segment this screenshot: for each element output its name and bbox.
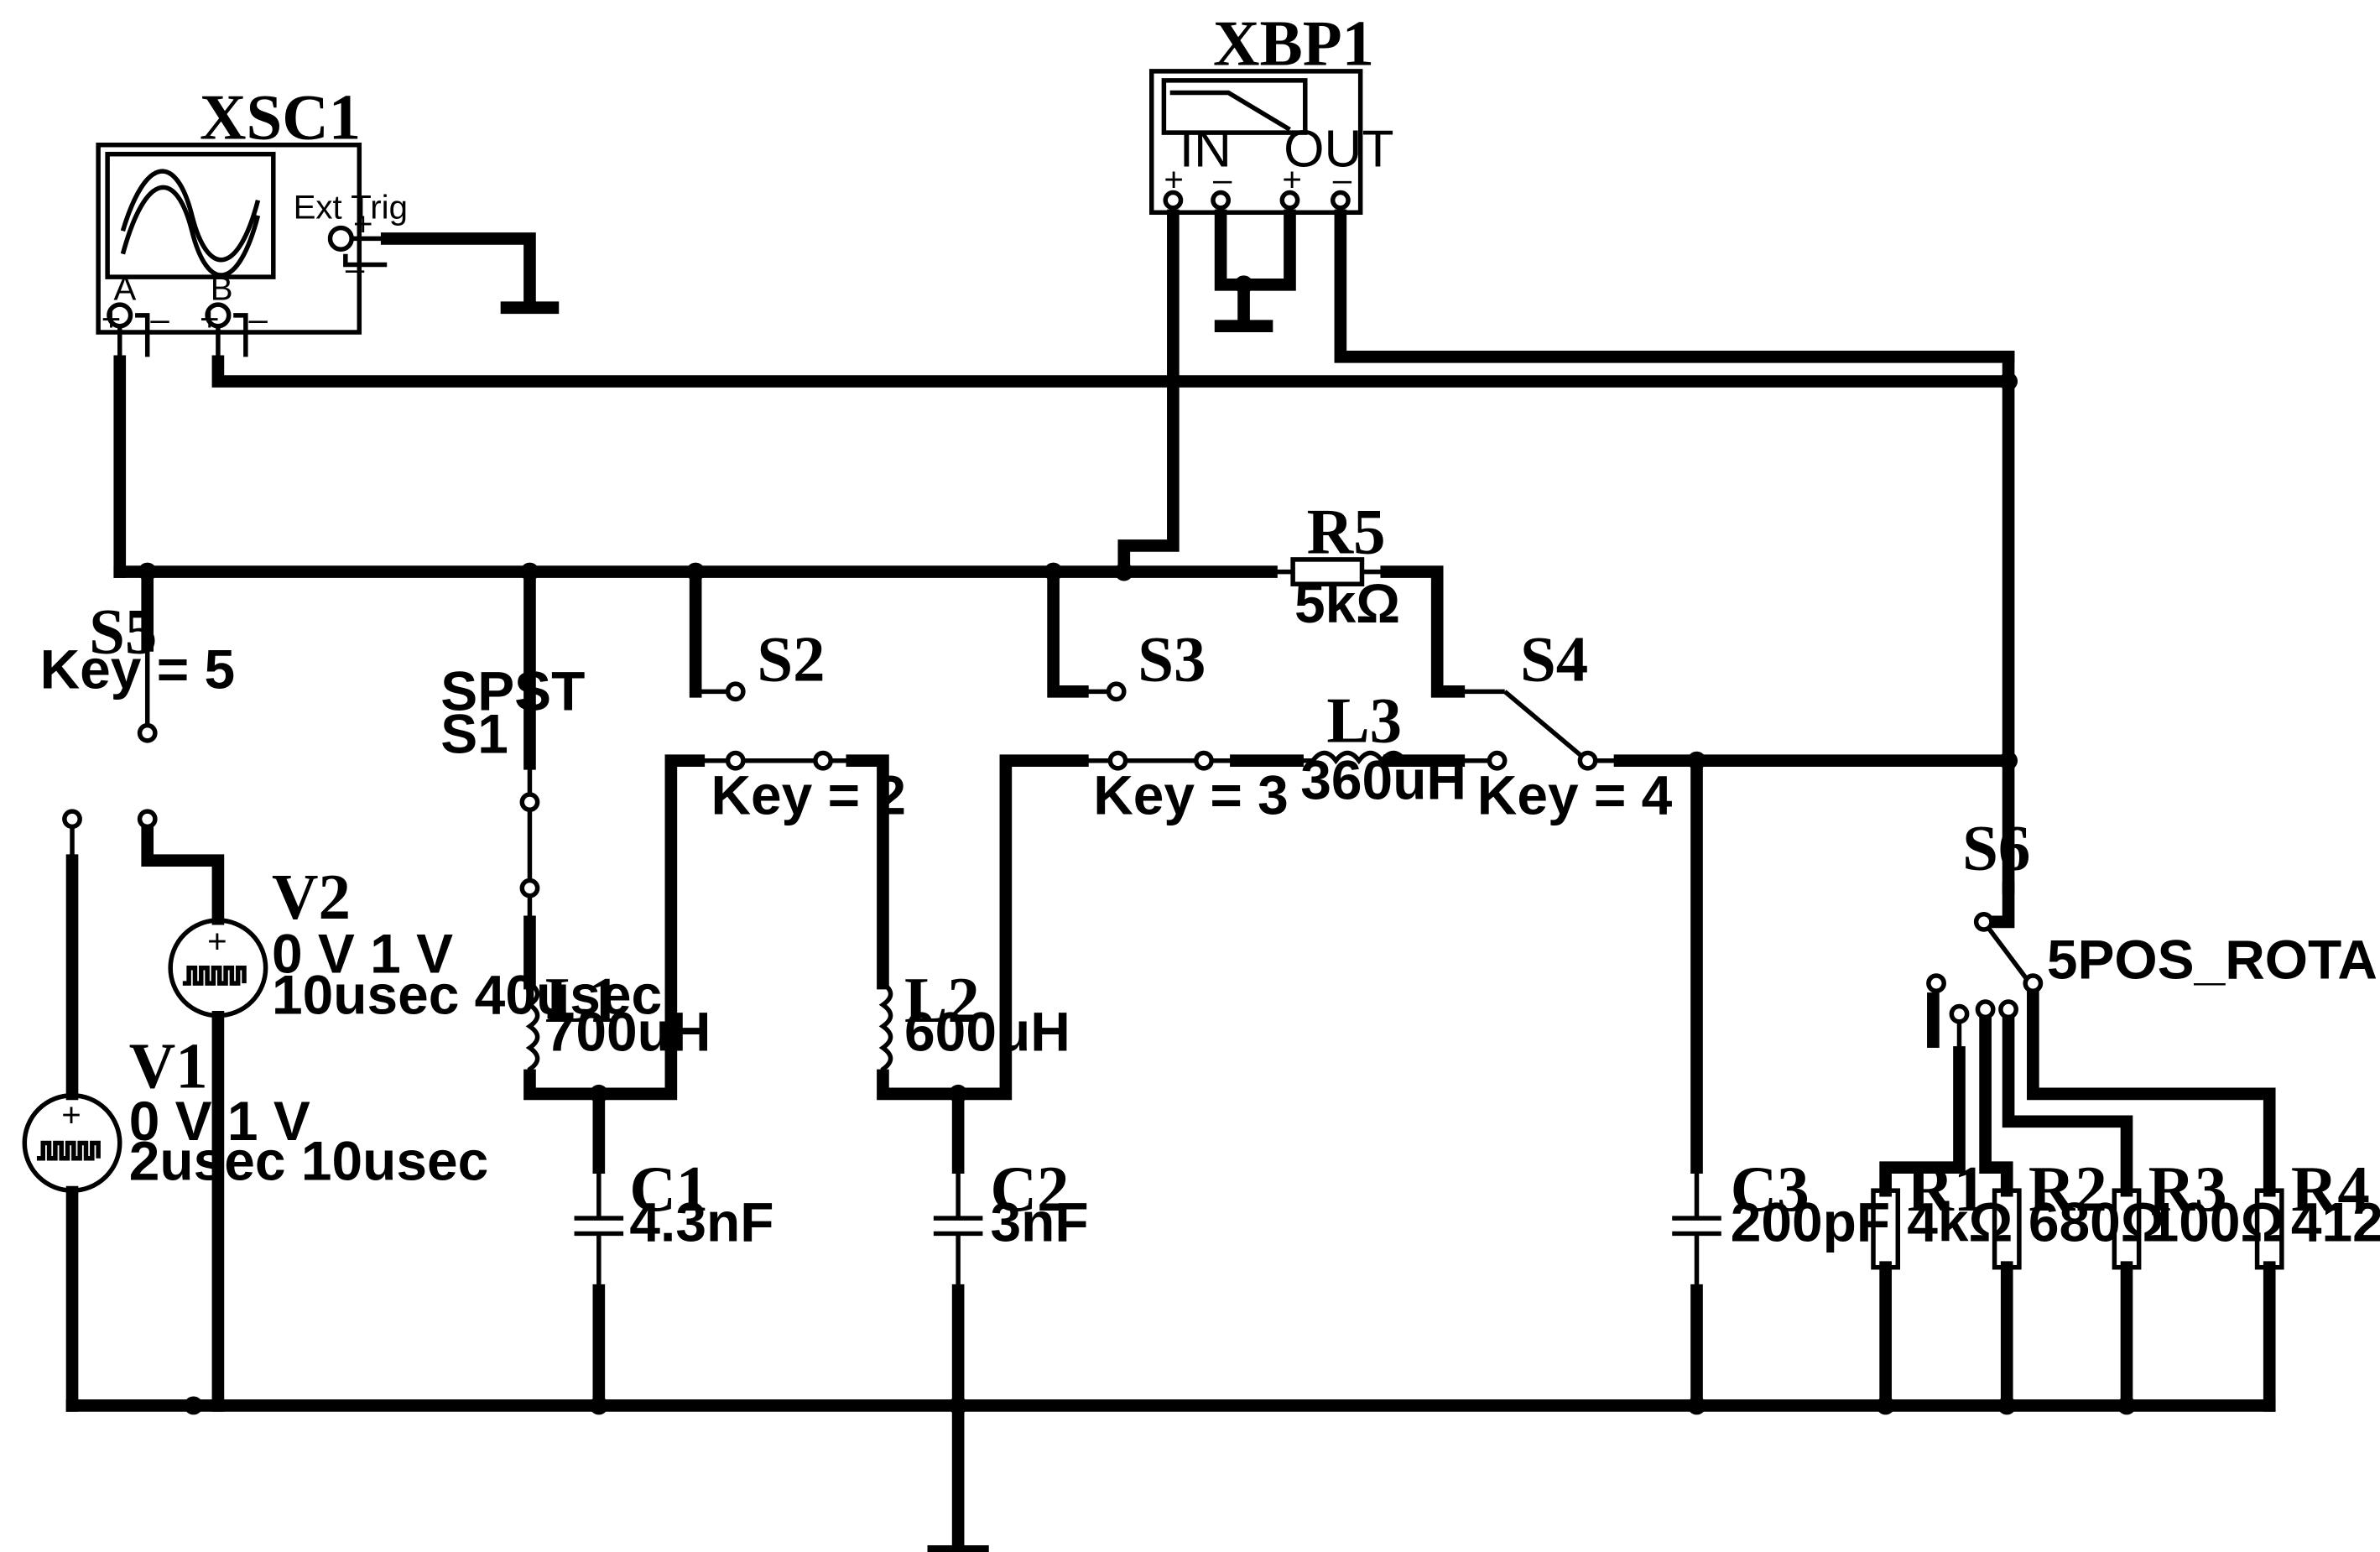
s3-key: Key = 3 xyxy=(1093,764,1289,826)
pulse-wave-icon xyxy=(182,966,247,986)
resistor-r3[interactable]: R3 100Ω xyxy=(2112,1154,2285,1270)
l1-value: 700uH xyxy=(545,1001,711,1063)
s6-label: S6 xyxy=(1962,813,2030,884)
r5-label: R5 xyxy=(1307,497,1386,568)
s5-label: S5 xyxy=(89,596,157,668)
c1-label: C1 xyxy=(629,1154,708,1225)
svg-text:+: + xyxy=(1164,161,1184,199)
switch-key-2[interactable]: Key = 2 xyxy=(698,750,906,826)
rotary-switch-s6[interactable]: S6 5POS_ROTARY xyxy=(1926,813,2380,1053)
v2-timing: 10usec 40usec xyxy=(272,964,662,1026)
r4-value: 412Ω xyxy=(2291,1191,2380,1253)
oscilloscope-xsc1[interactable]: XSC1 Ext Trig + – A B + + – – xyxy=(96,81,408,362)
s3-label: S3 xyxy=(1138,624,1206,695)
r2-value: 680Ω xyxy=(2028,1191,2165,1253)
c2-label: C2 xyxy=(991,1154,1070,1225)
bode-in-label: IN xyxy=(1180,120,1232,178)
inductor-l3[interactable]: L3 360uH xyxy=(1297,685,1466,811)
xsc1-label: XSC1 xyxy=(200,81,361,153)
junctions xyxy=(138,275,2136,1415)
c1-value: 4.3nF xyxy=(629,1191,773,1253)
r4-label: R4 xyxy=(2291,1154,2370,1225)
svg-text:–: – xyxy=(346,250,365,288)
v1-timing: 2usec 10usec xyxy=(129,1129,489,1191)
capacitor-c1[interactable]: C1 4.3nF xyxy=(574,1154,774,1291)
s4-label: S4 xyxy=(1520,624,1588,695)
capacitor-c3[interactable]: C3 200pF xyxy=(1672,1154,1890,1291)
capacitor-c2[interactable]: C2 3nF xyxy=(933,1154,1089,1291)
svg-text:–: – xyxy=(150,300,169,338)
svg-text:+: + xyxy=(1282,161,1302,199)
l2-value: 600uH xyxy=(904,1001,1070,1063)
resistor-r1[interactable]: R1 4kΩ xyxy=(1871,1154,2013,1270)
c3-value: 200pF xyxy=(1731,1191,1890,1253)
svg-text:+: + xyxy=(61,1096,81,1133)
bode-plotter-xbp1[interactable]: XBP1 IN OUT + – + – xyxy=(1148,8,1394,216)
switch-key-3[interactable]: Key = 3 xyxy=(1082,750,1289,826)
channel-a-label: A xyxy=(113,270,136,308)
c2-value: 3nF xyxy=(991,1191,1089,1253)
inductor-l2[interactable]: L2 600uH xyxy=(878,965,1070,1075)
r5-value: 5kΩ xyxy=(1294,572,1400,634)
s2-label: S2 xyxy=(757,624,825,695)
s1-label: S1 xyxy=(440,703,508,765)
wires xyxy=(65,209,2276,1552)
svg-text:–: – xyxy=(249,300,268,338)
voltage-source-v1[interactable]: + V1 0 V 1 V 2usec 10usec xyxy=(22,809,489,1193)
l2-label: L2 xyxy=(904,965,980,1036)
switch-s2[interactable]: S2 xyxy=(695,624,825,702)
s4-key: Key = 4 xyxy=(1477,764,1673,826)
voltage-source-v2[interactable]: + V2 0 V 1 V 10usec 40usec xyxy=(168,862,662,1026)
v2-amplitude: 0 V 1 V xyxy=(272,922,453,984)
s1-type: SPST xyxy=(440,659,585,721)
s6-type: 5POS_ROTARY xyxy=(2047,929,2380,991)
svg-text:+: + xyxy=(207,922,227,960)
ext-trig-label: Ext Trig xyxy=(294,189,408,227)
r3-label: R3 xyxy=(2148,1154,2227,1225)
sine-wave-icon xyxy=(120,169,261,263)
l3-value: 360uH xyxy=(1300,748,1466,810)
v1-amplitude: 0 V 1 V xyxy=(129,1090,310,1152)
resistor-r5[interactable]: R5 5kΩ xyxy=(1271,497,1401,634)
c3-label: C3 xyxy=(1731,1154,1810,1225)
pulse-wave-icon xyxy=(36,1140,101,1161)
resistor-r4[interactable]: R4 412Ω xyxy=(2254,1154,2380,1270)
s2-key: Key = 2 xyxy=(711,764,906,826)
channel-b-label: B xyxy=(211,270,233,308)
r3-value: 100Ω xyxy=(2148,1191,2285,1253)
inductor-l1[interactable]: L1 700uH xyxy=(525,965,711,1075)
switch-s1[interactable]: SPST S1 xyxy=(440,659,585,922)
l1-label: L1 xyxy=(545,965,621,1036)
svg-text:+: + xyxy=(200,300,220,338)
svg-text:–: – xyxy=(1333,161,1352,199)
switch-s4[interactable]: S4 Key = 4 xyxy=(1458,624,1673,826)
s5-key: Key = 5 xyxy=(40,638,236,700)
r1-label: R1 xyxy=(1907,1154,1986,1225)
switch-s5[interactable]: S5 Key = 5 xyxy=(40,596,236,830)
l3-label: L3 xyxy=(1326,685,1402,757)
lowpass-curve-icon xyxy=(1169,90,1291,132)
svg-text:+: + xyxy=(102,300,122,338)
svg-text:+: + xyxy=(353,206,373,243)
switch-s3[interactable]: S3 xyxy=(1082,624,1206,702)
svg-text:–: – xyxy=(1213,161,1232,199)
xbp1-label: XBP1 xyxy=(1213,8,1374,80)
r1-value: 4kΩ xyxy=(1907,1191,2013,1253)
resistor-r2[interactable]: R2 680Ω xyxy=(1992,1154,2165,1270)
r2-label: R2 xyxy=(2028,1154,2107,1225)
v2-label: V2 xyxy=(272,862,351,933)
bode-out-label: OUT xyxy=(1284,120,1393,178)
v1-label: V1 xyxy=(129,1031,208,1102)
